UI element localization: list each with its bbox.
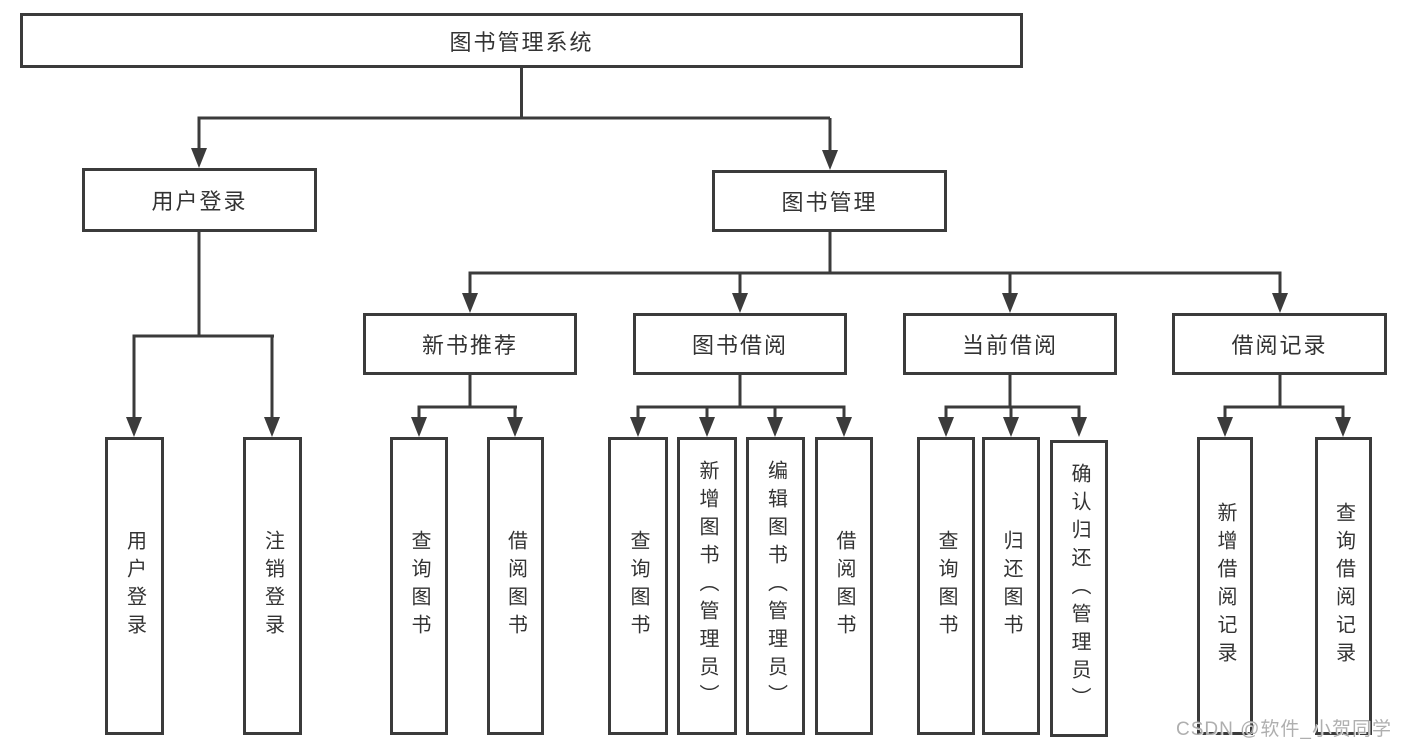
node-query-books-1: 查询图书 <box>390 437 448 735</box>
node-user-login-leaf: 用户登录 <box>105 437 164 735</box>
node-borrow-books-1-label: 借阅图书 <box>504 530 527 642</box>
node-borrow-books-1: 借阅图书 <box>487 437 544 735</box>
node-borrowing-records: 借阅记录 <box>1172 313 1387 375</box>
node-current-borrowing-label: 当前借阅 <box>961 333 1058 358</box>
node-query-books-2-label: 查询图书 <box>627 530 649 642</box>
node-book-borrowing: 图书借阅 <box>633 313 847 375</box>
node-query-books-3: 查询图书 <box>917 437 975 735</box>
node-library-system: 图书管理系统 <box>20 13 1023 68</box>
node-confirm-return-admin: 确认归还（管理员） <box>1050 440 1108 737</box>
node-book-borrowing-label: 图书借阅 <box>691 333 788 358</box>
node-book-management-label: 图书管理 <box>781 190 878 215</box>
node-user-login-leaf-label: 用户登录 <box>123 530 146 642</box>
node-borrow-books-2-label: 借阅图书 <box>833 530 855 642</box>
node-library-system-label: 图书管理系统 <box>449 29 594 55</box>
node-borrow-books-2: 借阅图书 <box>815 437 873 735</box>
csdn-watermark: CSDN @软件_小贺同学 <box>1176 719 1392 740</box>
node-query-books-1-label: 查询图书 <box>408 530 430 642</box>
node-add-book-admin: 新增图书（管理员） <box>677 437 737 735</box>
node-query-borrow-record-label: 查询借阅记录 <box>1332 502 1355 670</box>
node-borrowing-records-label: 借阅记录 <box>1231 333 1328 358</box>
node-query-borrow-record: 查询借阅记录 <box>1315 437 1372 735</box>
node-new-book-recommendation: 新书推荐 <box>363 313 577 375</box>
node-current-borrowing: 当前借阅 <box>903 313 1117 375</box>
node-return-books: 归还图书 <box>982 437 1040 735</box>
node-logout-label: 注销登录 <box>261 530 284 642</box>
node-confirm-return-admin-label: 确认归还（管理员） <box>1068 462 1090 715</box>
node-query-books-2: 查询图书 <box>608 437 668 735</box>
node-edit-book-admin-label: 编辑图书（管理员） <box>764 460 787 712</box>
node-add-book-admin-label: 新增图书（管理员） <box>696 460 718 712</box>
node-add-borrow-record: 新增借阅记录 <box>1197 437 1253 735</box>
node-book-management: 图书管理 <box>712 170 947 232</box>
node-return-books-label: 归还图书 <box>1000 530 1022 642</box>
node-logout: 注销登录 <box>243 437 302 735</box>
node-query-books-3-label: 查询图书 <box>935 530 957 642</box>
node-add-borrow-record-label: 新增借阅记录 <box>1214 502 1236 670</box>
node-user-login-label: 用户登录 <box>151 189 248 214</box>
node-user-login: 用户登录 <box>82 168 317 232</box>
node-new-book-recommendation-label: 新书推荐 <box>421 333 518 358</box>
node-edit-book-admin: 编辑图书（管理员） <box>746 437 805 735</box>
